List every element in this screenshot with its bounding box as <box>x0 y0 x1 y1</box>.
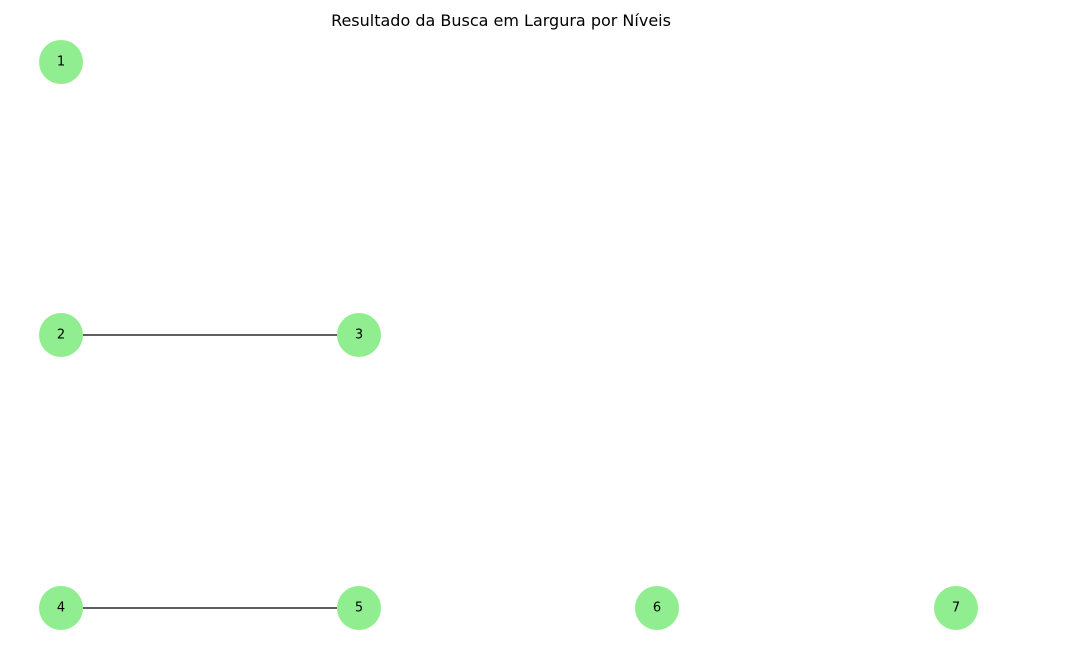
chart-title: Resultado da Busca em Largura por Níveis <box>331 11 671 30</box>
node-2: 2 <box>39 313 83 357</box>
node-3: 3 <box>337 313 381 357</box>
node-label-1: 1 <box>57 55 65 70</box>
node-6: 6 <box>635 586 679 630</box>
node-7: 7 <box>934 586 978 630</box>
node-circle-1 <box>39 40 83 84</box>
node-4: 4 <box>39 586 83 630</box>
node-label-6: 6 <box>653 601 661 616</box>
node-label-3: 3 <box>355 328 363 343</box>
node-label-4: 4 <box>57 601 65 616</box>
node-circle-6 <box>635 586 679 630</box>
node-circle-3 <box>337 313 381 357</box>
node-circle-7 <box>934 586 978 630</box>
node-5: 5 <box>337 586 381 630</box>
node-1: 1 <box>39 40 83 84</box>
node-circle-4 <box>39 586 83 630</box>
node-label-5: 5 <box>355 601 363 616</box>
nodes-layer: 1 2 3 4 5 6 7 <box>39 40 978 630</box>
edges-layer <box>61 334 359 609</box>
node-label-2: 2 <box>57 328 65 343</box>
node-circle-2 <box>39 313 83 357</box>
node-label-7: 7 <box>952 601 960 616</box>
node-circle-5 <box>337 586 381 630</box>
